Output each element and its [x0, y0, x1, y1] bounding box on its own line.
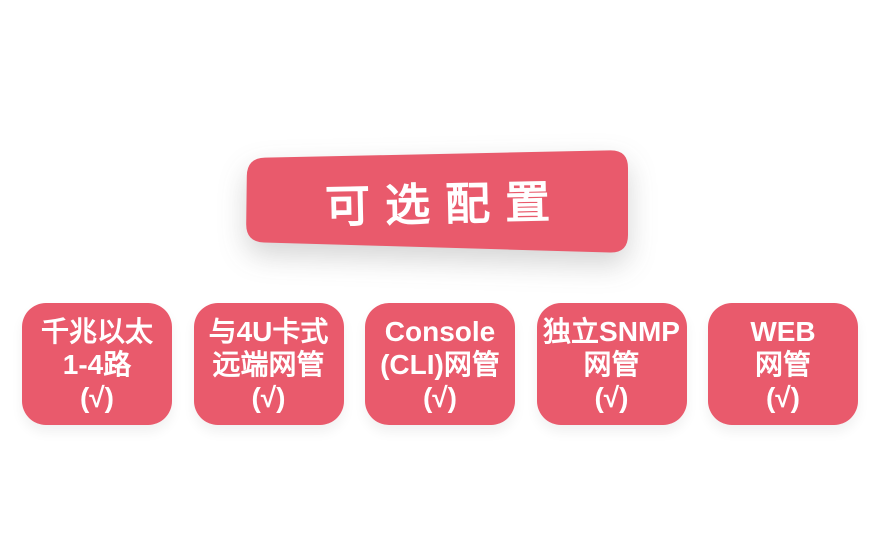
banner-shape: [246, 150, 628, 253]
option-card-standalone-snmp-nms: 独立SNMP 网管 (√): [536, 303, 687, 425]
card-line: 与4U卡式: [208, 315, 329, 347]
card-check-mark: (√): [422, 381, 457, 413]
card-line: 网管: [583, 348, 640, 380]
card-check-mark: (√): [594, 381, 629, 413]
card-check-mark: (√): [79, 381, 114, 413]
card-line: 网管: [754, 348, 811, 380]
option-card-4u-card-remote-nms: 与4U卡式 远端网管 (√): [193, 303, 344, 425]
banner-title: 可选配置: [324, 176, 566, 233]
card-line: Console: [384, 315, 496, 347]
option-card-gigabit-ethernet: 千兆以太 1-4路 (√): [22, 303, 172, 425]
option-cards-row: 千兆以太 1-4路 (√) 与4U卡式 远端网管 (√) Console (CL…: [22, 303, 858, 425]
option-card-console-cli-nms: Console (CLI)网管 (√): [365, 303, 515, 425]
card-check-mark: (√): [765, 381, 800, 413]
card-line: 远端网管: [212, 348, 325, 380]
option-card-web-nms: WEB 网管 (√): [708, 303, 858, 425]
card-line: 独立SNMP: [543, 315, 680, 347]
card-line: WEB: [750, 315, 816, 347]
card-line: (CLI)网管: [380, 348, 500, 380]
card-line: 1-4路: [62, 348, 132, 380]
card-check-mark: (√): [251, 381, 286, 413]
card-line: 千兆以太: [40, 315, 153, 347]
